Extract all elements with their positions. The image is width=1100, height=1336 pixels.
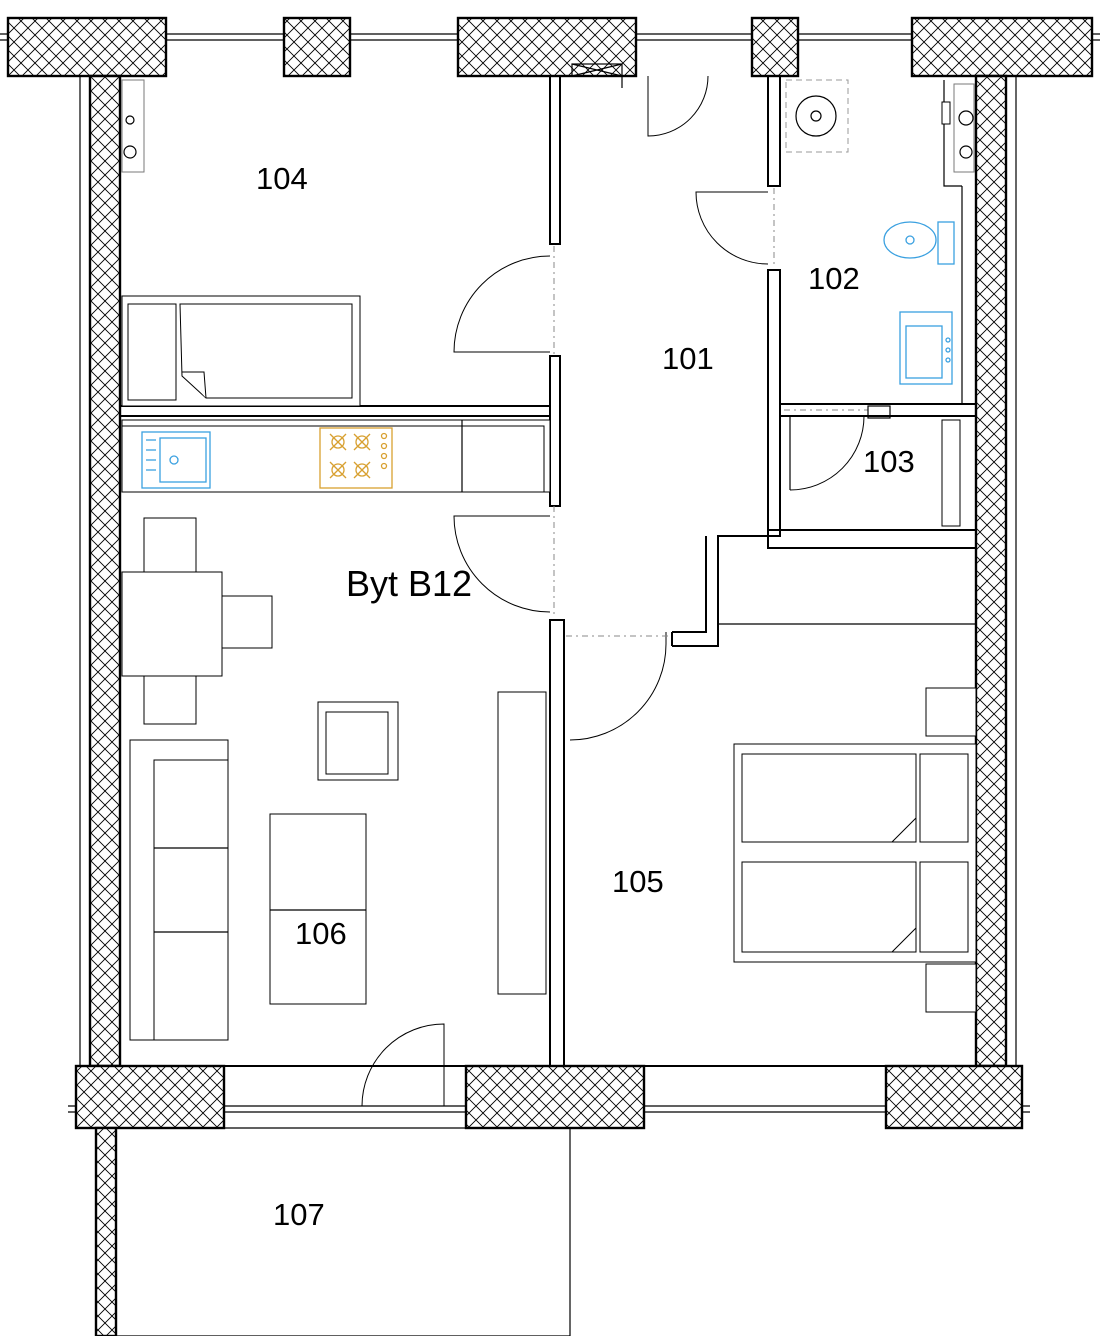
kitchen-counter: [121, 419, 551, 493]
bathroom-fixtures: [785, 79, 975, 404]
room-104-label: 104: [256, 161, 308, 196]
room-102-label: 102: [808, 261, 860, 296]
living-furniture: [129, 691, 547, 1041]
exterior-walls: [0, 16, 1100, 1130]
bedroom-furniture: [718, 623, 977, 1013]
room-104-furniture: [121, 79, 361, 407]
room-107-label: 107: [273, 1197, 325, 1232]
dining-table: [121, 517, 273, 725]
room-101-label: 101: [662, 341, 714, 376]
doors: [361, 75, 868, 1107]
apartment-label: Byt B12: [346, 563, 472, 604]
room-106-label: 106: [295, 916, 347, 951]
room-105-label: 105: [612, 864, 664, 899]
room-103-label: 103: [863, 444, 915, 479]
storage-103-shelf: [867, 405, 961, 527]
balcony: [94, 1126, 571, 1336]
